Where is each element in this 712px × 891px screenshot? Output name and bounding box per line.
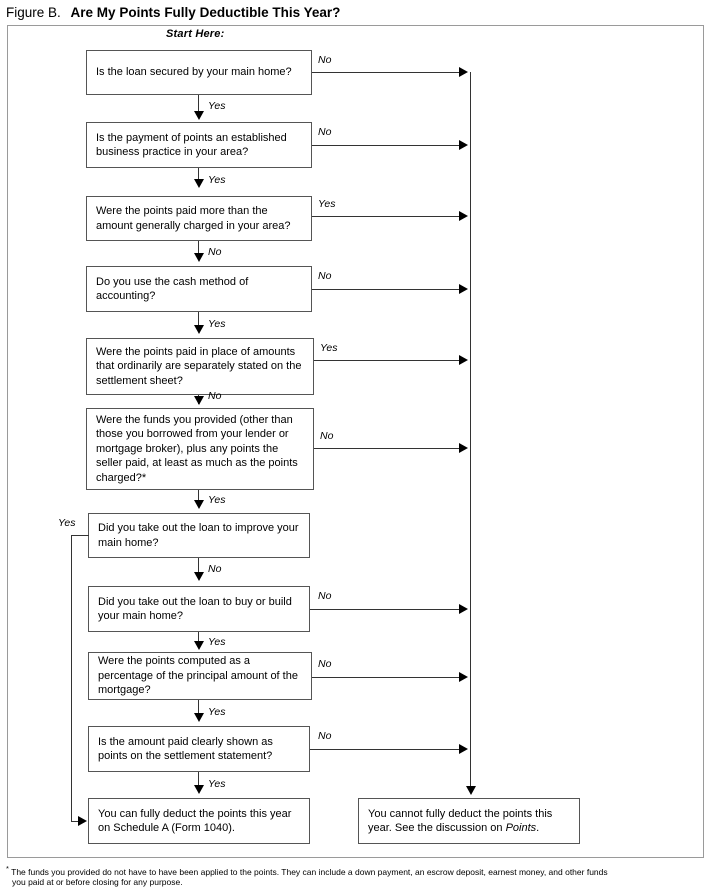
edge-q2-no-arrow-icon	[459, 140, 468, 150]
edge-q10-no-arrow-icon	[459, 744, 468, 754]
edge-q3-yes-line	[312, 216, 459, 217]
edge-q6-no-line	[314, 448, 459, 449]
edge-q6-yes-line	[198, 490, 199, 502]
node-q5[interactable]: Were the points paid in place of amounts…	[86, 338, 314, 395]
edge-q6-no-arrow-icon	[459, 443, 468, 453]
right-trunk-arrow-down-icon	[466, 786, 476, 795]
edge-q6-yes-arrow-icon	[194, 500, 204, 509]
edge-q5-yes-arrow-icon	[459, 355, 468, 365]
node-not-fully-deductible-text: You cannot fully deduct the points this …	[368, 807, 570, 836]
edge-q2-no-line	[312, 145, 459, 146]
edge-label-q5-yes: Yes	[320, 342, 338, 354]
node-q3-text: Were the points paid more than the amoun…	[96, 205, 291, 232]
edge-label-q10-no: No	[318, 730, 332, 742]
node-q3[interactable]: Were the points paid more than the amoun…	[86, 196, 312, 241]
figure-label: Figure B.	[6, 5, 61, 20]
edge-q5-yes-line	[314, 360, 459, 361]
footnote-line2: you paid at or before closing for any pu…	[12, 877, 183, 888]
edge-q3-no-line	[198, 241, 199, 254]
edge-q2-yes-arrow-icon	[194, 179, 204, 188]
footnote-star: *	[6, 864, 9, 873]
not-deductible-lead: You cannot fully deduct the points this …	[368, 807, 553, 835]
edge-q8-no-arrow-icon	[459, 604, 468, 614]
figure-title: Figure B. Are My Points Fully Deductible…	[6, 5, 340, 20]
node-q6-text: Were the funds you provided (other than …	[96, 413, 298, 484]
edge-label-q8-no: No	[318, 590, 332, 602]
edge-q2-yes-line	[198, 168, 199, 180]
node-q9[interactable]: Were the points computed as a percentage…	[88, 652, 312, 700]
node-fully-deductible[interactable]: You can fully deduct the points this yea…	[88, 798, 310, 844]
edge-q7-yes-arrow-icon	[78, 816, 87, 826]
edge-q9-no-line	[312, 677, 459, 678]
edge-q7-yes-line-top	[71, 535, 89, 536]
edge-q7-yes-line-bottom	[71, 821, 80, 822]
edge-q4-yes-line	[198, 312, 199, 326]
edge-q4-yes-arrow-icon	[194, 325, 204, 334]
edge-label-q4-yes: Yes	[208, 318, 226, 330]
node-not-fully-deductible[interactable]: You cannot fully deduct the points this …	[358, 798, 580, 844]
node-q4[interactable]: Do you use the cash method of accounting…	[86, 266, 312, 312]
edge-q4-no-arrow-icon	[459, 284, 468, 294]
edge-q1-no-arrow-icon	[459, 67, 468, 77]
edge-label-q3-yes: Yes	[318, 198, 336, 210]
edge-label-q4-no: No	[318, 270, 332, 282]
node-q1[interactable]: Is the loan secured by your main home?	[86, 50, 312, 95]
not-deductible-period: .	[536, 822, 540, 834]
edge-label-q2-no: No	[318, 126, 332, 138]
footnote-line1: The funds you provided do not have to ha…	[8, 866, 608, 877]
node-q4-text: Do you use the cash method of accounting…	[96, 275, 249, 303]
edge-q7-yes-line-vertical	[71, 535, 72, 821]
node-q10[interactable]: Is the amount paid clearly shown as poin…	[88, 726, 310, 772]
edge-label-q3-no: No	[208, 246, 222, 258]
edge-label-q7-yes: Yes	[58, 517, 76, 529]
edge-q4-no-line	[312, 289, 459, 290]
edge-q8-yes-line	[198, 632, 199, 642]
edge-label-q9-yes: Yes	[208, 706, 226, 718]
node-q8-text: Did you take out the loan to buy or buil…	[98, 595, 292, 623]
node-q1-text: Is the loan secured by your main home?	[96, 66, 292, 79]
edge-q10-yes-line	[198, 772, 199, 786]
edge-label-q1-no: No	[318, 54, 332, 66]
node-q6[interactable]: Were the funds you provided (other than …	[86, 408, 314, 490]
edge-q5-no-arrow-icon	[194, 396, 204, 405]
node-q5-text: Were the points paid in place of amounts…	[96, 345, 302, 387]
node-q7-text: Did you take out the loan to improve you…	[98, 522, 299, 549]
node-q9-text: Were the points computed as a percentage…	[98, 655, 298, 697]
edge-q8-no-line	[310, 609, 459, 610]
edge-label-q10-yes: Yes	[208, 778, 226, 790]
edge-label-q8-yes: Yes	[208, 636, 226, 648]
node-q7[interactable]: Did you take out the loan to improve you…	[88, 513, 310, 558]
right-trunk-line	[470, 72, 471, 790]
node-q8[interactable]: Did you take out the loan to buy or buil…	[88, 586, 310, 632]
edge-label-q7-no: No	[208, 563, 222, 575]
edge-q1-yes-line	[198, 95, 199, 113]
edge-label-q6-no: No	[320, 430, 334, 442]
not-deductible-italic-term: Points	[505, 822, 537, 834]
edge-q1-yes-arrow-icon	[194, 111, 204, 120]
edge-label-q6-yes: Yes	[208, 494, 226, 506]
node-q2[interactable]: Is the payment of points an established …	[86, 122, 312, 168]
edge-q3-yes-arrow-icon	[459, 211, 468, 221]
edge-q1-no-line	[312, 72, 459, 73]
edge-label-q5-no: No	[208, 390, 222, 402]
edge-q9-yes-arrow-icon	[194, 713, 204, 722]
edge-q10-yes-arrow-icon	[194, 785, 204, 794]
node-q10-text: Is the amount paid clearly shown as poin…	[98, 735, 273, 763]
node-fully-deductible-text: You can fully deduct the points this yea…	[98, 807, 292, 835]
footnote: * The funds you provided do not have to …	[6, 864, 706, 888]
node-q2-text: Is the payment of points an established …	[96, 131, 287, 159]
figure-title-text: Are My Points Fully Deductible This Year…	[70, 5, 341, 20]
edge-q7-no-arrow-icon	[194, 572, 204, 581]
edge-q9-yes-line	[198, 700, 199, 714]
start-here-label: Start Here:	[166, 28, 225, 40]
edge-q7-no-line	[198, 558, 199, 574]
edge-label-q1-yes: Yes	[208, 100, 226, 112]
edge-q3-no-arrow-icon	[194, 253, 204, 262]
edge-q9-no-arrow-icon	[459, 672, 468, 682]
edge-label-q9-no: No	[318, 658, 332, 670]
edge-q10-no-line	[310, 749, 459, 750]
edge-label-q2-yes: Yes	[208, 174, 226, 186]
edge-q8-yes-arrow-icon	[194, 641, 204, 650]
